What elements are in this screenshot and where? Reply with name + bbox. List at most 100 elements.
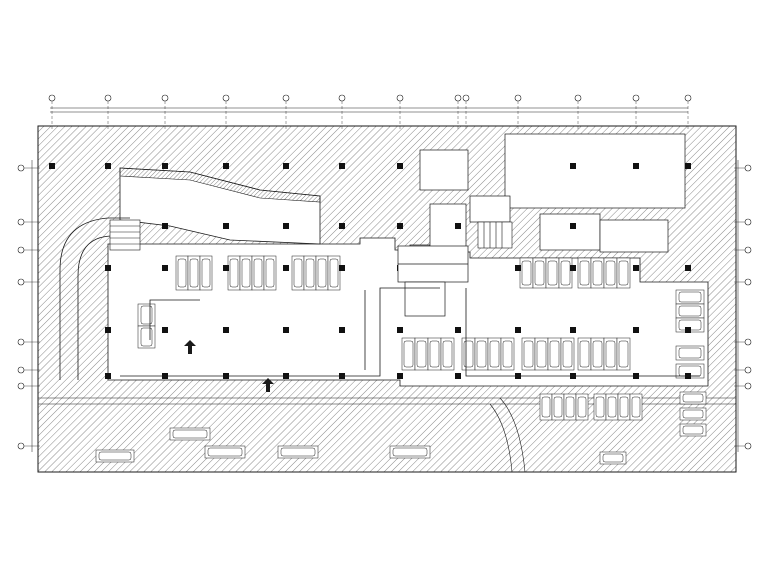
structural-column [397, 373, 403, 379]
structural-column [397, 223, 403, 229]
grid-column-marker [396, 94, 404, 130]
parking-stall [487, 337, 502, 371]
structural-column [397, 327, 403, 333]
grid-row-marker-right [734, 382, 752, 390]
structural-column [685, 163, 691, 169]
grid-row-marker-right [734, 164, 752, 172]
structural-column [223, 265, 229, 271]
structural-column [223, 223, 229, 229]
structural-column [105, 373, 111, 379]
central-core [397, 245, 469, 317]
parking-stall [169, 427, 211, 441]
grid-row-marker-right [734, 246, 752, 254]
structural-column [339, 265, 345, 271]
structural-column [339, 327, 345, 333]
structural-column [49, 163, 55, 169]
grid-row-marker-left [17, 338, 40, 346]
grid-row-marker-left [17, 382, 40, 390]
structural-column [339, 163, 345, 169]
parking-stall [616, 337, 631, 371]
parking-stall [679, 407, 707, 421]
grid-row-marker-right [734, 442, 752, 450]
parking-stall [532, 257, 547, 289]
upper-right-rooms [419, 133, 686, 253]
parking-stall [563, 393, 577, 421]
structural-column [570, 163, 576, 169]
parking-stall [603, 257, 618, 289]
structural-column [162, 223, 168, 229]
grid-row-marker-right [734, 366, 752, 374]
service-routes [120, 287, 700, 377]
grid-column-marker [632, 94, 640, 130]
grid-row-marker-left [17, 218, 40, 226]
parking-stall [291, 255, 305, 291]
parking-stall [187, 255, 201, 291]
parking-stall [521, 337, 536, 371]
structural-column [570, 265, 576, 271]
parking-stall [560, 337, 575, 371]
parking-stall [461, 337, 476, 371]
parking-stall [629, 393, 643, 421]
structural-column [162, 163, 168, 169]
structural-column [633, 163, 639, 169]
parking-stall [545, 257, 560, 289]
structural-column [455, 223, 461, 229]
grid-row-marker-right [734, 338, 752, 346]
parking-stall [227, 255, 241, 291]
stair-core-right [477, 221, 513, 249]
grid-row-markers [17, 160, 752, 452]
parking-stall [204, 445, 246, 459]
parking-stall [414, 337, 429, 371]
structural-column [570, 327, 576, 333]
structural-column [633, 327, 639, 333]
traffic-arrows [184, 340, 274, 392]
grid-row-marker-left [17, 442, 40, 450]
parking-stall [95, 449, 135, 463]
grid-row-marker-left [17, 164, 40, 172]
structural-column [105, 265, 111, 271]
grid-row-marker-right [734, 218, 752, 226]
parking-stall [599, 451, 627, 465]
parking-stall [675, 289, 705, 305]
parking-stall [558, 257, 573, 289]
parking-stall [603, 337, 618, 371]
structural-column [455, 327, 461, 333]
parking-stall [617, 393, 631, 421]
parking-stall [577, 257, 592, 289]
parking-stall [534, 337, 549, 371]
grid-column-marker [514, 94, 522, 130]
grid-column-marker [222, 94, 230, 130]
grid-row-marker-left [17, 246, 40, 254]
parking-stall [263, 255, 277, 291]
parking-stall [500, 337, 515, 371]
grid-column-marker [338, 94, 346, 130]
parking-stall [389, 445, 431, 459]
parking-stall [199, 255, 213, 291]
parking-stall [590, 257, 605, 289]
parking-stall [547, 337, 562, 371]
structural-column [283, 223, 289, 229]
structural-column [633, 265, 639, 271]
parking-stall [251, 255, 265, 291]
structural-column [223, 163, 229, 169]
parking-stall [577, 337, 592, 371]
grid-column-marker [462, 94, 470, 130]
structural-column [283, 163, 289, 169]
structural-column [515, 327, 521, 333]
grid-column-marker [104, 94, 112, 130]
structural-column [397, 163, 403, 169]
structural-column [283, 265, 289, 271]
parking-stall [675, 303, 705, 319]
parking-stall [401, 337, 416, 371]
grid-row-marker-left [17, 278, 40, 286]
parking-stall [679, 391, 707, 405]
structural-column [283, 327, 289, 333]
parking-stall [277, 445, 319, 459]
parking-stall [616, 257, 631, 289]
structural-column [223, 327, 229, 333]
parking-stall [519, 257, 534, 289]
grid-row-marker-left [17, 366, 40, 374]
structural-column [515, 265, 521, 271]
structural-column [570, 223, 576, 229]
structural-column [685, 327, 691, 333]
